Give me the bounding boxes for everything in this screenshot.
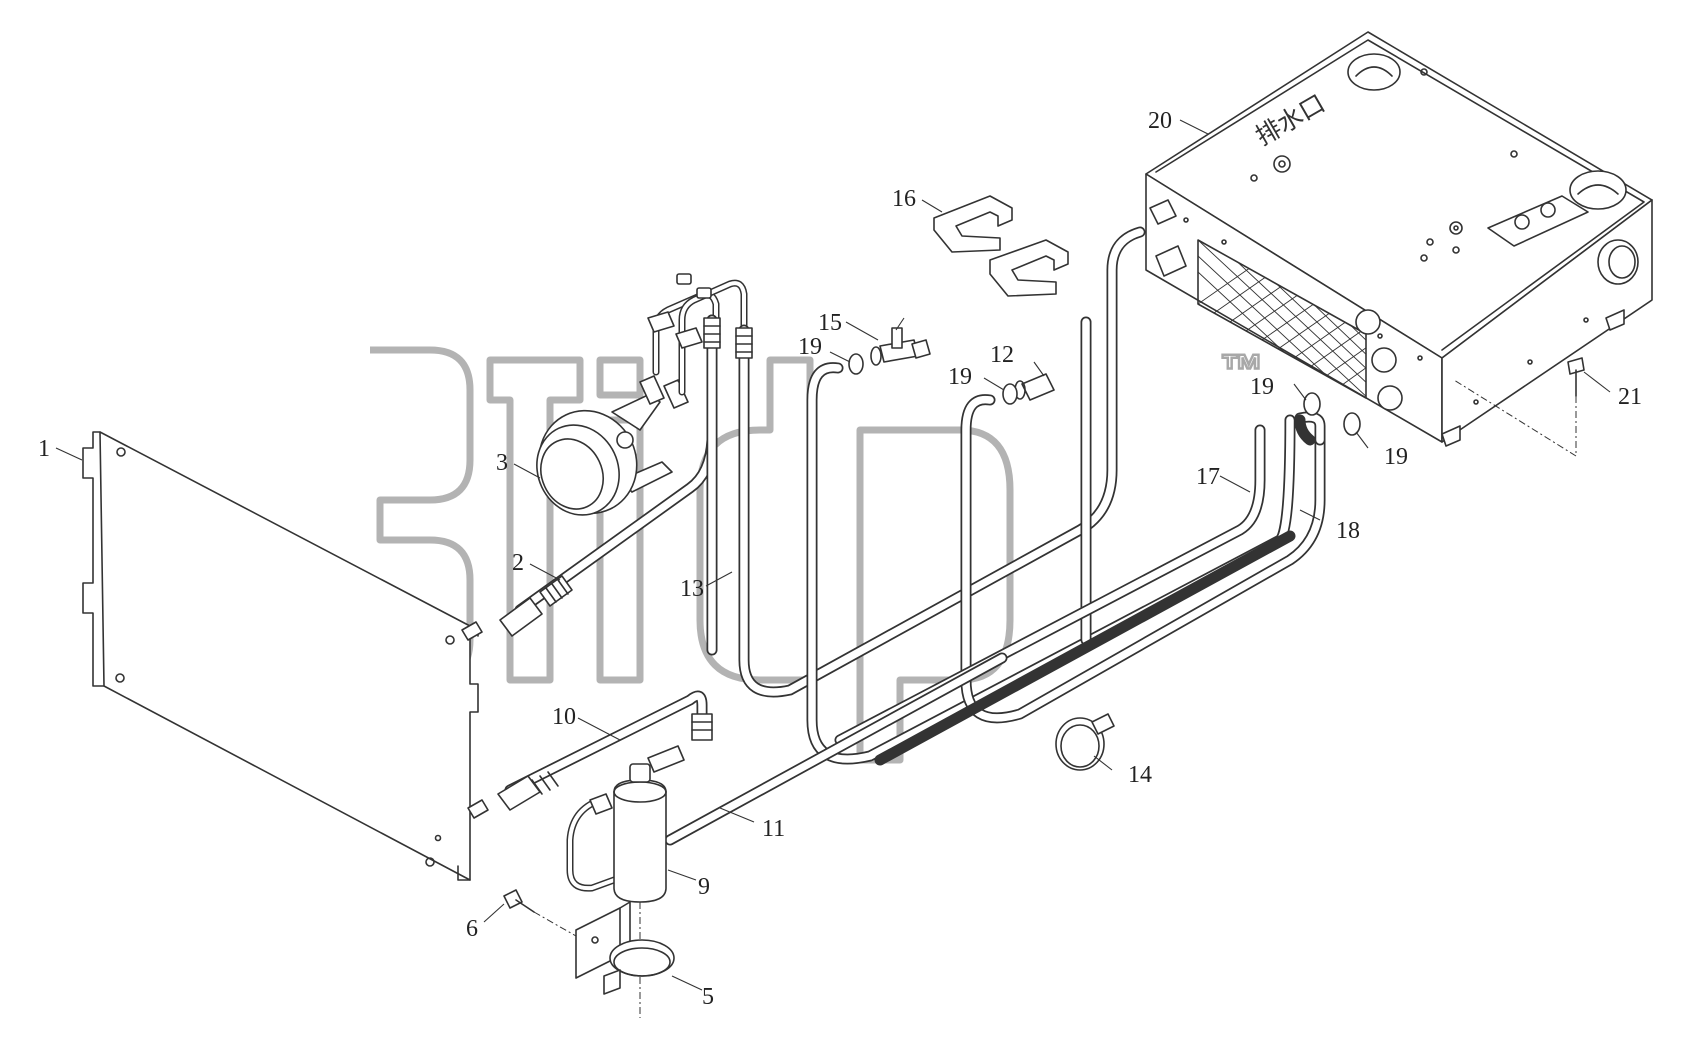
callout-leaders: [55, 119, 1611, 991]
callout-19-c: 19: [1250, 374, 1274, 400]
hvac-unit: 排水口: [1145, 31, 1653, 447]
callout-17: 17: [1196, 464, 1220, 490]
callout-10: 10: [552, 704, 576, 730]
bolt-21: [1453, 357, 1585, 457]
callout-2: 2: [512, 550, 524, 576]
watermark-tm: ™: [1220, 346, 1264, 395]
fitting-12: [1014, 373, 1055, 401]
callout-18: 18: [1336, 518, 1360, 544]
hose-u-large: [806, 316, 1326, 765]
hose-clamp: [1055, 713, 1115, 771]
bolt-6: [503, 889, 577, 937]
callout-19-d: 19: [1384, 444, 1408, 470]
compressor: [536, 375, 689, 516]
valve-15: [870, 317, 931, 366]
hose-17-18: [834, 424, 1296, 766]
callout-14: 14: [1128, 762, 1152, 788]
small-clamps: [848, 353, 1361, 436]
receiver-drier: [566, 745, 685, 1018]
hose-11: [664, 652, 1008, 846]
callout-labels: 1 3 2 9 5 6 10 11 12 13 14 15 16 17 18 1…: [38, 108, 1642, 1010]
clips-16: [933, 195, 1069, 297]
hose-13: [703, 226, 1146, 698]
callout-1: 1: [38, 436, 50, 462]
callout-5: 5: [702, 984, 714, 1010]
callout-20: 20: [1148, 108, 1172, 134]
callout-19-a: 19: [798, 334, 822, 360]
callout-6: 6: [466, 916, 478, 942]
callout-16: 16: [892, 186, 916, 212]
compressor-tubes: [647, 273, 748, 396]
callout-21: 21: [1618, 384, 1642, 410]
callout-11: 11: [762, 816, 785, 842]
drier-bracket: [575, 901, 675, 995]
callout-19-b: 19: [948, 364, 972, 390]
callout-15: 15: [818, 310, 842, 336]
callout-12: 12: [990, 342, 1014, 368]
callout-3: 3: [496, 450, 508, 476]
callout-13: 13: [680, 576, 704, 602]
tube-10: [497, 690, 713, 811]
condenser-panel: [82, 431, 489, 881]
callout-9: 9: [698, 874, 710, 900]
